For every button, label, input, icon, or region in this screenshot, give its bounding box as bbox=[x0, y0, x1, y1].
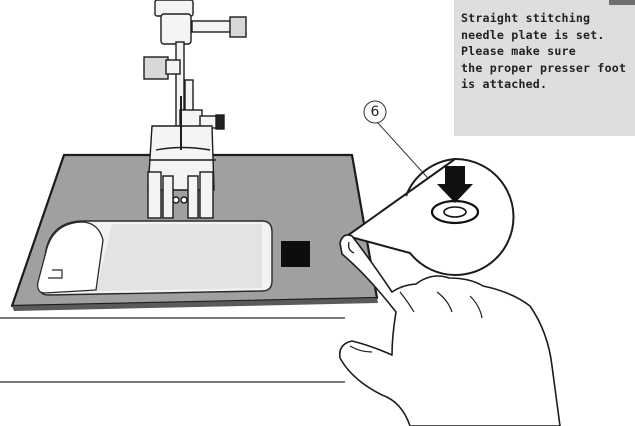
message-line: the proper presser foot bbox=[461, 60, 627, 75]
presser-foot-assembly bbox=[143, 0, 247, 219]
magnifier-bubble bbox=[344, 157, 515, 276]
pointing-hand bbox=[338, 234, 561, 426]
callout-number-ring bbox=[363, 100, 387, 124]
lcd-message-panel: Straight stitching needle plate is set. … bbox=[454, 0, 635, 136]
message-line: Please make sure bbox=[461, 44, 576, 59]
screen-tab bbox=[609, 0, 635, 5]
needle-plate-sheen bbox=[96, 224, 262, 291]
message-line: needle plate is set. bbox=[461, 27, 605, 42]
table-edge bbox=[0, 317, 345, 383]
bed-front-edge bbox=[12, 298, 378, 311]
message-line: is attached. bbox=[461, 77, 548, 92]
bobbin-cover bbox=[37, 221, 104, 294]
needle-hole-icon bbox=[430, 199, 480, 225]
message-line: Straight stitching bbox=[461, 11, 591, 25]
callout-number: 6 bbox=[370, 104, 380, 120]
screen-message: Straight stitching needle plate is set. … bbox=[461, 10, 626, 93]
plate-sensor-square bbox=[281, 241, 310, 267]
down-arrow-icon bbox=[437, 166, 473, 203]
